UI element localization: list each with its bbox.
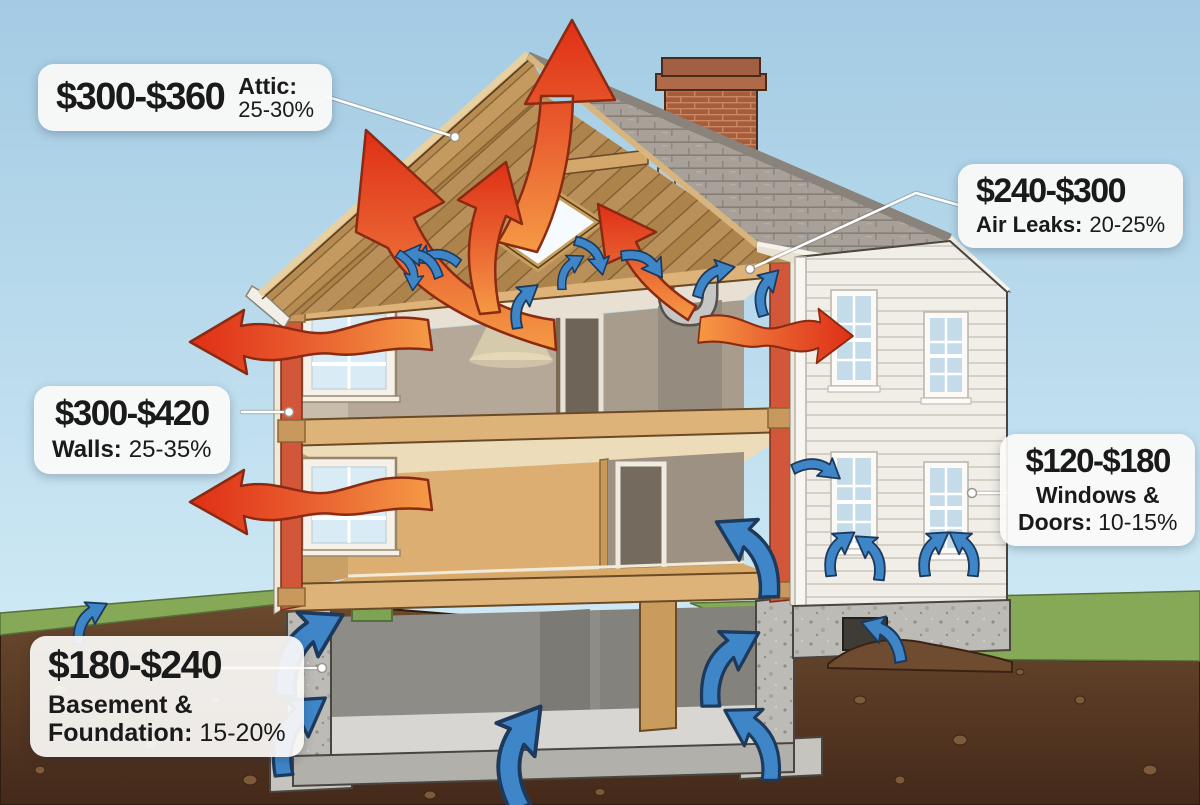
air-leaks-cost: $240-$300 xyxy=(976,172,1127,210)
basement-post xyxy=(639,596,677,733)
basement-name-line1: Basement & xyxy=(48,690,193,719)
leader-air-leaks xyxy=(748,191,964,271)
air-leaks-name: Air Leaks: xyxy=(976,212,1083,238)
attic-name: Attic: xyxy=(238,73,298,99)
leader-dot-windows xyxy=(966,487,978,499)
exterior-wall xyxy=(757,239,1013,674)
callout-attic: $300-$360 Attic: 25-30% xyxy=(38,64,333,132)
leader-lines xyxy=(219,93,1009,674)
basement-partition xyxy=(540,609,590,714)
ground-door xyxy=(615,461,667,583)
callout-basement: $180-$240 Basement & Foundation:15-20% xyxy=(30,636,304,757)
corner-trim xyxy=(794,256,807,613)
windows-doors-percent: 10-15% xyxy=(1098,509,1178,536)
heat-arrow-attic-small-1 xyxy=(456,160,524,316)
windows-doors-name-line1: Windows & xyxy=(1035,482,1160,509)
heat-arrow-roof-top xyxy=(496,18,617,254)
basement-cost: $180-$240 xyxy=(48,644,223,687)
leader-dot-walls xyxy=(283,406,295,418)
leader-attic xyxy=(323,94,457,139)
dirt-mound xyxy=(827,638,1013,674)
leader-dot-air-leaks xyxy=(744,263,756,275)
window-upper-right xyxy=(920,311,972,405)
leader-dot-attic xyxy=(449,131,461,143)
windows-doors-cost: $120-$180 xyxy=(1025,442,1172,479)
windows-doors-name-line2: Doors: xyxy=(1018,509,1093,536)
callout-windows-doors: $120-$180 Windows & Doors:10-15% xyxy=(1000,434,1196,547)
callout-walls: $300-$420 Walls:25-35% xyxy=(34,386,230,475)
heat-arrows xyxy=(188,18,855,536)
window-lower-left xyxy=(827,451,881,556)
air-leaks-percent: 20-25% xyxy=(1089,212,1166,238)
rake-fascia-right xyxy=(947,235,1011,294)
leader-dot-basement xyxy=(316,662,328,674)
basement-cutaway xyxy=(269,595,823,794)
attic-percent: 25-30% xyxy=(238,97,315,123)
basement-percent: 15-20% xyxy=(199,718,286,747)
walls-cost: $300-$420 xyxy=(54,394,210,433)
walls-name: Walls: xyxy=(52,436,122,464)
callout-air-leaks: $240-$300 Air Leaks:20-25% xyxy=(958,164,1184,249)
basement-name-line2: Foundation: xyxy=(48,718,193,747)
walls-percent: 25-35% xyxy=(128,436,212,464)
attic-cost: $300-$360 xyxy=(56,75,226,118)
